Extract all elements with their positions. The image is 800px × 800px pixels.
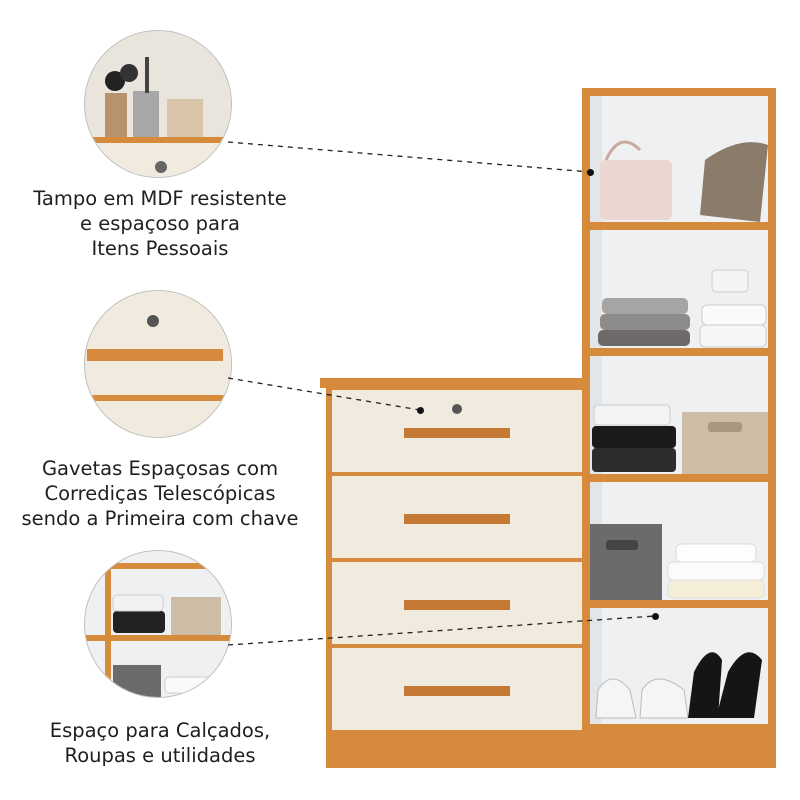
detail-circle-middle <box>84 290 232 438</box>
leader-dot-top <box>587 169 594 176</box>
caption-top-line-2: e espaçoso para <box>80 212 240 235</box>
caption-top: Tampo em MDF resistente e espaçoso para … <box>0 186 320 261</box>
caption-middle: Gavetas Espaçosas com Corrediças Telescó… <box>0 456 320 531</box>
caption-middle-line-2: Corrediças Telescópicas <box>44 482 276 505</box>
dresser <box>320 378 585 768</box>
leader-dot-bottom <box>652 613 659 620</box>
caption-middle-line-1: Gavetas Espaçosas com <box>41 457 279 480</box>
leader-dot-middle <box>417 407 424 414</box>
caption-bottom: Espaço para Calçados, Roupas e utilidade… <box>0 718 320 768</box>
caption-top-line-1: Tampo em MDF resistente <box>33 187 287 210</box>
caption-bottom-line-1: Espaço para Calçados, <box>49 719 271 742</box>
caption-top-line-3: Itens Pessoais <box>91 237 229 260</box>
caption-middle-line-3: sendo a Primeira com chave <box>21 507 299 530</box>
caption-bottom-line-2: Roupas e utilidades <box>64 744 256 767</box>
detail-circle-bottom <box>84 550 232 698</box>
detail-circle-top <box>84 30 232 178</box>
tall-shelf-unit <box>582 88 776 768</box>
